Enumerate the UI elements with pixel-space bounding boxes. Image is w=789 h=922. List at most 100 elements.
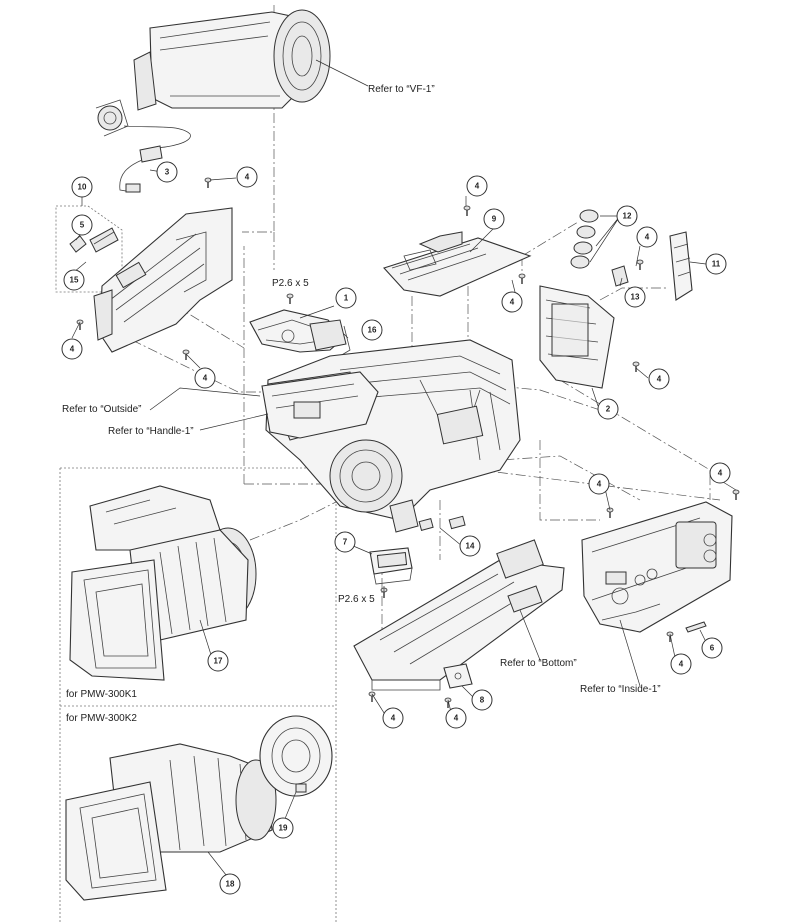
callout-circle [636,226,658,248]
part-number: 4 [70,345,75,354]
callout-circle [194,367,216,389]
screw-icon [463,205,471,216]
screw-icon [632,361,640,372]
part-number: 4 [203,374,208,383]
part-number: 4 [510,298,515,307]
callout-p4b: 4 [61,338,83,360]
part-number: 16 [368,326,377,335]
callout-circle [236,166,258,188]
callout-circle [334,531,356,553]
plate-part-8 [443,663,473,689]
reference-vf1: Refer to “VF-1” [368,84,435,95]
blocks-part-14 [418,515,466,531]
callout-p7: 7 [334,531,356,553]
callout-circle [156,161,178,183]
terminal-part-7 [369,547,413,585]
part-number: 7 [343,538,348,547]
screw-icon [204,177,212,188]
part-number: 9 [492,215,497,224]
reference-bottom: Refer to “Bottom” [500,658,577,669]
lens-part-18 [65,743,277,901]
callout-circle [445,707,467,729]
callout-circle [207,650,229,672]
handle-cover [261,371,379,439]
small-bracket-part-13 [611,265,629,287]
callout-p4j: 4 [382,707,404,729]
callout-p1: 1 [335,287,357,309]
callout-p4i: 4 [588,473,610,495]
callout-p14: 14 [459,535,481,557]
callout-circle [624,286,646,308]
lens-part-17 [69,485,257,681]
callout-circle [588,473,610,495]
outside-side-panel [93,207,233,353]
part-number: 18 [226,880,235,889]
callout-p5: 5 [71,214,93,236]
reference-outside: Refer to “Outside” [62,404,141,415]
callout-circle [501,291,523,313]
callout-p12: 12 [616,205,638,227]
screw-icon [518,273,526,284]
callout-circle [382,707,404,729]
callout-p4h: 4 [709,462,731,484]
reference-handle1: Refer to “Handle-1” [108,426,194,437]
callout-p4e: 4 [501,291,523,313]
callout-circle [61,338,83,360]
bottom-plate [353,539,565,691]
part-number: 4 [718,469,723,478]
top-cover-part-9 [383,231,532,297]
part-number: 12 [623,212,632,221]
callout-p9: 9 [483,208,505,230]
text-labels: Refer to “VF-1” Refer to “Outside” Refer… [62,84,661,724]
callout-p19: 19 [272,817,294,839]
callout-p15: 15 [63,269,85,291]
part-number: 4 [645,233,650,242]
variant-label-k2: for PMW-300K2 [66,713,137,724]
callout-p4d: 4 [466,175,488,197]
part-number: 5 [80,221,85,230]
part-number: 4 [597,480,602,489]
part-number: 4 [454,714,459,723]
callout-circle [648,368,670,390]
callout-p16: 16 [361,319,383,341]
bracket-part-1 [249,309,351,357]
callout-p6: 6 [701,637,723,659]
part-number: 13 [631,293,640,302]
screw-icon [286,293,294,304]
callout-circle [616,205,638,227]
callout-p13: 13 [624,286,646,308]
callout-p11: 11 [705,253,727,275]
part-number: 14 [466,542,475,551]
part-number: 11 [712,260,721,269]
part-number: 4 [475,182,480,191]
callout-circle [483,208,505,230]
callout-circle [63,269,85,291]
callout-circle [705,253,727,275]
callout-circle [471,689,493,711]
callout-circle [361,319,383,341]
callout-circle [597,398,619,420]
part-number: 19 [279,824,288,833]
callout-p4l: 4 [670,653,692,675]
callout-p10: 10 [71,176,93,198]
screw-icon [182,349,190,360]
callout-p2: 2 [597,398,619,420]
frame-part-2 [539,285,615,389]
screw-icon [444,697,452,708]
part-number: 4 [245,173,250,182]
screw-label-top: P2.6 x 5 [272,278,309,289]
callout-p4k: 4 [445,707,467,729]
part-number: 4 [391,714,396,723]
callout-circle [71,214,93,236]
viewfinder-assembly [95,9,331,193]
callout-circle [71,176,93,198]
callout-p3: 3 [156,161,178,183]
mount-ring-part-19 [259,715,333,797]
part-number: 4 [657,375,662,384]
reference-inside1: Refer to “Inside-1” [580,684,661,695]
callout-circle [459,535,481,557]
callout-circle [272,817,294,839]
callout-circle [701,637,723,659]
screw-label-middle: P2.6 x 5 [338,594,375,605]
